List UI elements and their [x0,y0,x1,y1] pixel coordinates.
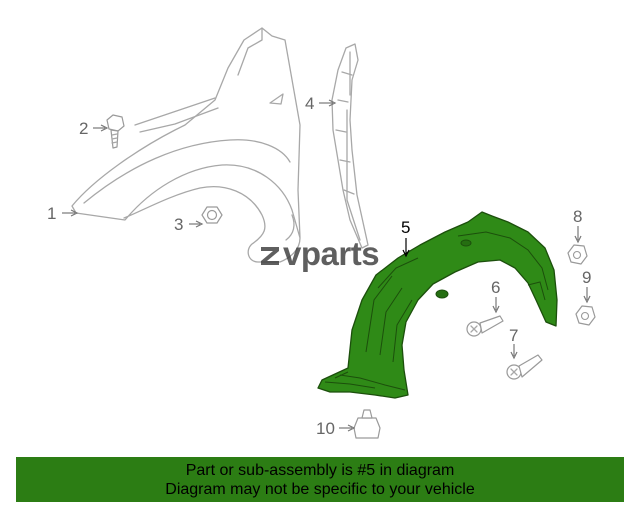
nut-part-8[interactable] [567,244,588,265]
watermark-logo: vparts [258,235,380,272]
info-banner: Part or sub-assembly is #5 in diagram Di… [16,457,624,502]
parts-diagram: 1 2 3 4 5 6 7 8 9 10 [47,27,596,439]
callout-1: 1 [47,204,56,223]
watermark-text: vparts [283,235,380,272]
screw-part-6[interactable] [466,315,504,337]
screw-part-7[interactable] [506,354,543,380]
callout-8: 8 [573,207,582,226]
logo-mark-icon [261,247,279,265]
bolt-part-2[interactable] [106,114,125,149]
nut-part-3[interactable] [201,206,223,224]
nut-part-9[interactable] [575,305,596,326]
callout-3: 3 [174,215,183,234]
callout-labels: 1 2 3 4 5 6 7 8 9 10 [47,94,591,438]
callout-5: 5 [401,218,410,237]
banner-line-1: Part or sub-assembly is #5 in diagram [185,461,455,479]
callout-10: 10 [316,419,335,438]
bracket-part-4[interactable] [331,43,369,249]
callout-9: 9 [582,268,591,287]
banner-line-2: Diagram may not be specific to your vehi… [165,480,475,498]
callout-2: 2 [79,119,88,138]
wheel-liner-part-5[interactable] [317,211,558,399]
leader-lines [62,99,591,432]
clip-part-10[interactable] [353,409,381,439]
callout-4: 4 [305,94,314,113]
fender-part-1[interactable] [71,27,301,263]
callout-7: 7 [509,326,518,345]
callout-6: 6 [491,278,500,297]
